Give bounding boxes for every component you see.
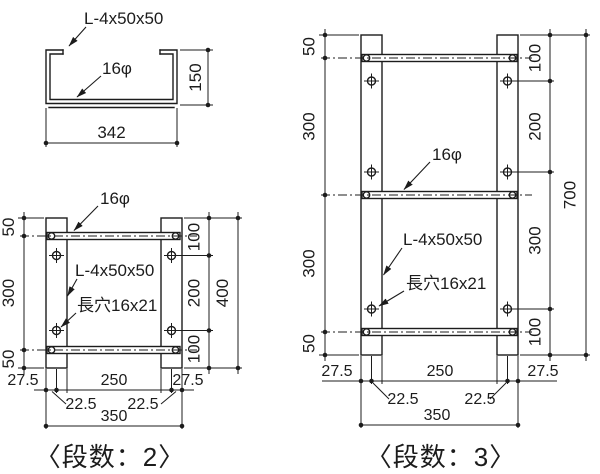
two-step-labels: 16φ L-4x50x50 長穴16x21 (60, 189, 157, 328)
label-bar-dia: 16φ (102, 59, 132, 78)
rung-middle (321, 190, 532, 200)
channel-outline (45, 49, 178, 109)
dim-22-5-left: 22.5 (387, 391, 418, 408)
rung-top (20, 231, 197, 241)
dim-150: 150 (186, 63, 205, 91)
label-angle-size: L-4x50x50 (84, 9, 163, 28)
dim-overall-400: 400 (213, 279, 232, 307)
dim-overall-350: 350 (101, 408, 128, 425)
label-angle-size: L-4x50x50 (403, 230, 482, 249)
slot-hole-icon (364, 164, 379, 180)
slotted-holes (364, 73, 515, 317)
dim-right-300: 300 (526, 226, 545, 254)
rung-bottom (20, 345, 197, 355)
rung-bottom (321, 327, 532, 337)
left-dim-chain: 50 300 50 (0, 212, 44, 374)
bar-leader-line (403, 161, 431, 190)
dim-left-300: 300 (0, 279, 18, 307)
dim-overall-700: 700 (561, 181, 580, 209)
slot-hole-icon (49, 323, 64, 338)
dim-right-100-bottom: 100 (526, 318, 545, 346)
angle-leader-line (383, 247, 403, 276)
dim-27-5-right: 27.5 (527, 363, 558, 380)
dim-right-100-bottom: 100 (185, 335, 204, 363)
dim-right-100-top: 100 (526, 44, 545, 72)
dim-250: 250 (427, 363, 454, 380)
dim-right-100-top: 100 (185, 223, 204, 251)
slotted-holes (49, 248, 179, 338)
slot-hole-icon (500, 301, 515, 317)
bottom-dims: 27.5 250 27.5 22.5 22.5 350 (321, 356, 559, 428)
slot-hole-icon (364, 301, 379, 317)
dim-27-5-left: 27.5 (321, 363, 352, 380)
dim-22-5-right: 22.5 (464, 391, 495, 408)
label-bar-dia: 16φ (100, 189, 130, 208)
angle-leader-line (68, 26, 87, 47)
rung-top (321, 53, 532, 63)
dim-left-300-upper: 300 (300, 112, 319, 140)
slot-leader-line (378, 290, 405, 307)
dim-27-5-right: 27.5 (172, 372, 203, 389)
section-dimension-342: 342 (43, 108, 180, 147)
dim-22-5-left: 22.5 (65, 396, 96, 413)
dim-left-50-top: 50 (0, 218, 18, 237)
slot-hole-icon (164, 323, 179, 338)
right-rail (160, 217, 183, 369)
dim-overall-350: 350 (424, 407, 451, 424)
right-dim-chains: 100 200 300 100 700 (511, 29, 590, 361)
section-labels: L-4x50x50 16φ (68, 9, 163, 98)
bar-leader-line (73, 205, 99, 231)
label-angle-size: L-4x50x50 (75, 261, 154, 280)
left-dim-chain: 50 300 300 50 (300, 29, 359, 361)
slot-leader-line (60, 312, 77, 328)
three-step-labels: 16φ L-4x50x50 長穴16x21 (378, 145, 486, 307)
dim-right-200: 200 (185, 279, 204, 307)
dim-right-200: 200 (526, 112, 545, 140)
dim-left-50-bottom: 50 (300, 334, 319, 353)
dim-left-300-lower: 300 (300, 249, 319, 277)
label-bar-dia: 16φ (432, 145, 462, 164)
dim-left-50-bottom: 50 (0, 350, 18, 369)
bottom-dims: 27.5 250 27.5 22.5 22.5 350 (7, 369, 204, 429)
three-step-view: 50 300 300 50 100 200 300 100 700 (300, 29, 590, 472)
slot-hole-icon (364, 73, 379, 89)
dim-342: 342 (97, 123, 125, 142)
dim-27-5-left: 27.5 (7, 372, 38, 389)
section-dimension-150: 150 (180, 47, 213, 108)
bar-leader-line (76, 75, 102, 98)
dim-250: 250 (101, 372, 128, 389)
dim-22-5-right: 22.5 (127, 396, 158, 413)
angle-leader-line (67, 278, 78, 297)
two-step-view: 50 300 50 100 200 100 400 (0, 189, 242, 472)
label-slot-hole: 長穴16x21 (77, 296, 157, 315)
caption-two-step: 〈段数：2〉 (35, 442, 185, 472)
left-rail (45, 217, 68, 369)
label-slot-hole: 長穴16x21 (406, 274, 486, 293)
dim-left-50-top: 50 (300, 37, 319, 56)
slot-hole-icon (49, 248, 64, 263)
section-view: 342 150 L-4x50x50 16φ (43, 9, 213, 147)
caption-three-step: 〈段数：3〉 (366, 442, 516, 472)
right-dim-chains: 100 200 100 400 (176, 212, 242, 374)
